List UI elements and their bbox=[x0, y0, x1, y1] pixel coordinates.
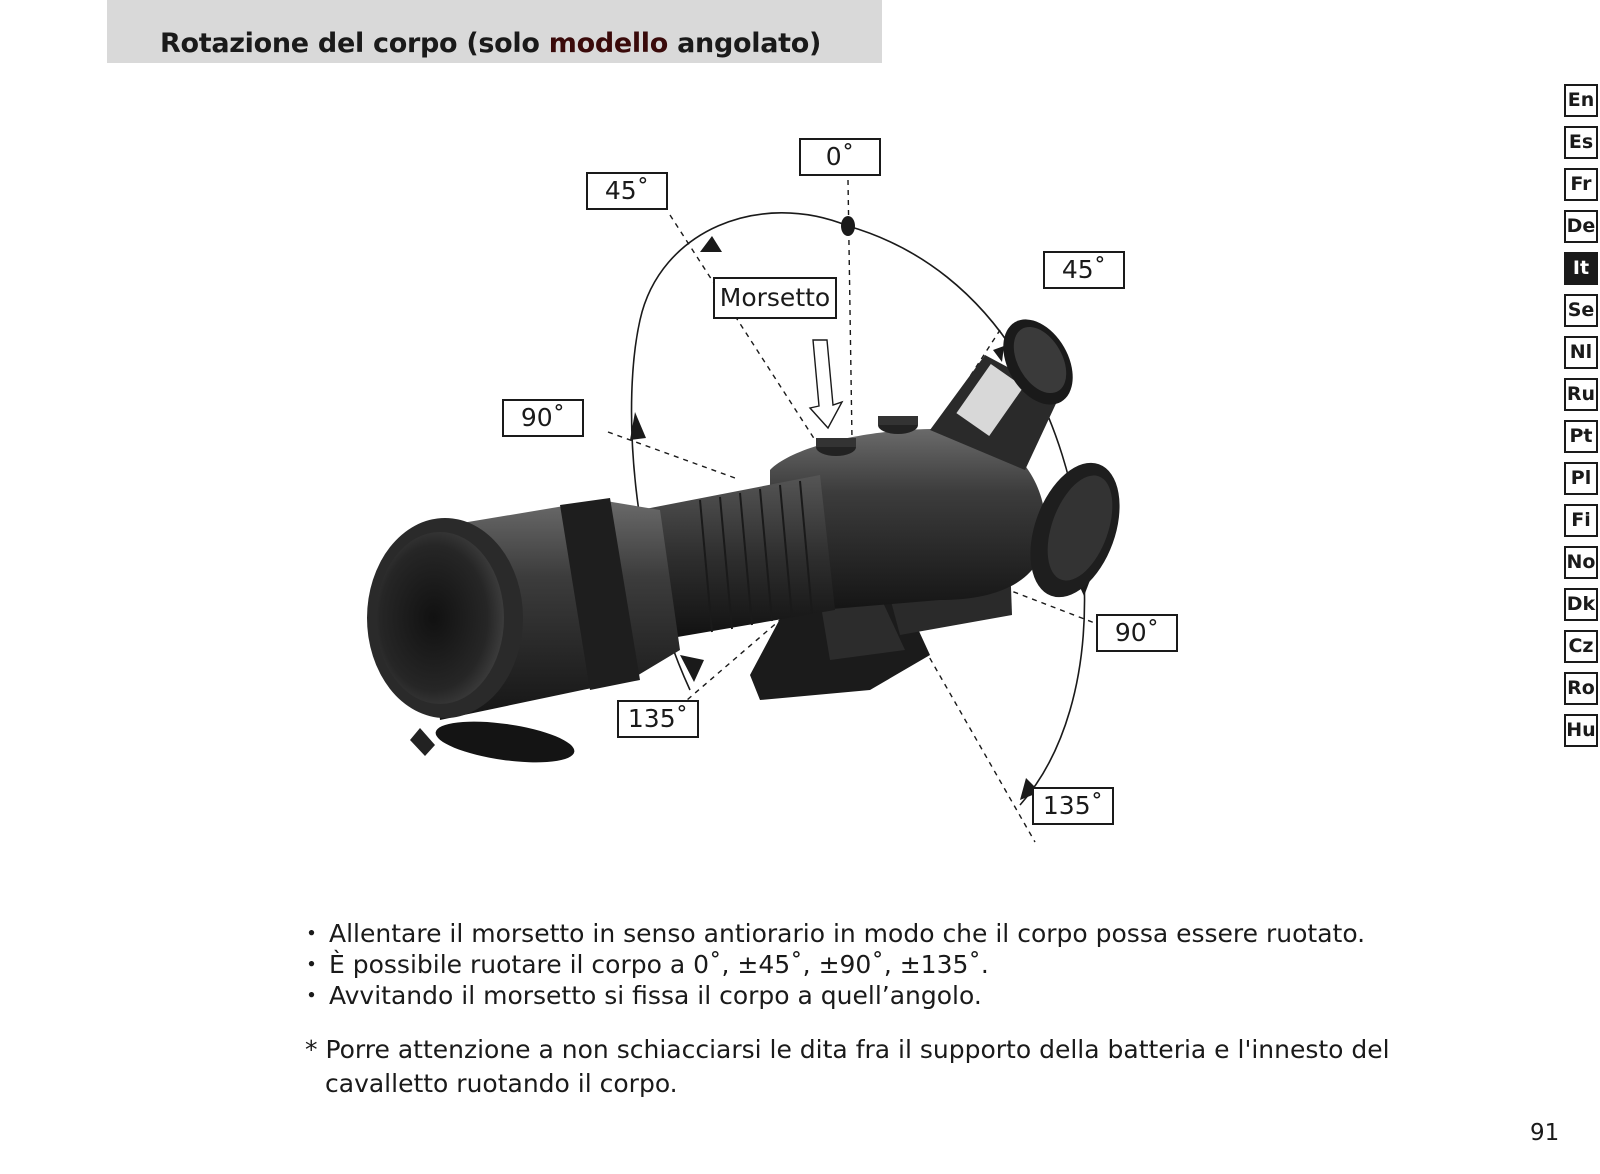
angle-label-0: 0˚ bbox=[799, 138, 881, 176]
arrowhead-135-right bbox=[1020, 778, 1040, 800]
arrowhead-45-left bbox=[700, 236, 722, 252]
clamp-label: Morsetto bbox=[713, 277, 837, 319]
angle-label-90-right: 90˚ bbox=[1096, 614, 1178, 652]
spotting-scope-image bbox=[367, 319, 1120, 763]
lang-tab-fi[interactable]: Fi bbox=[1564, 504, 1598, 537]
caution-note: * Porre attenzione a non schiacciarsi le… bbox=[305, 1035, 1390, 1098]
lang-tab-fr[interactable]: Fr bbox=[1564, 168, 1598, 201]
title-part-1: Rotazione del corpo (solo bbox=[160, 28, 549, 59]
rotation-diagram bbox=[367, 179, 1120, 843]
lang-tab-pl[interactable]: Pl bbox=[1564, 462, 1598, 495]
lang-tab-cz[interactable]: Cz bbox=[1564, 630, 1598, 663]
lang-tab-ro[interactable]: Ro bbox=[1564, 672, 1598, 705]
lang-tab-hu[interactable]: Hu bbox=[1564, 714, 1598, 747]
lang-tab-no[interactable]: No bbox=[1564, 546, 1598, 579]
instruction-list: Allentare il morsetto in senso antiorari… bbox=[299, 918, 1445, 1011]
angle-label-90-left: 90˚ bbox=[502, 399, 584, 437]
header-band bbox=[107, 0, 882, 63]
clamp-arrow bbox=[808, 339, 844, 430]
lang-tab-en[interactable]: En bbox=[1564, 84, 1598, 117]
guide-line-90-left bbox=[607, 431, 736, 479]
instruction-item: È possibile ruotare il corpo a 0˚, ±45˚,… bbox=[299, 949, 1445, 980]
lang-tab-de[interactable]: De bbox=[1564, 210, 1598, 243]
page-number: 91 bbox=[1530, 1120, 1560, 1146]
page-title: Rotazione del corpo (solo modello angola… bbox=[160, 28, 821, 59]
angle-label-45-right: 45˚ bbox=[1043, 251, 1125, 289]
zero-marker-dot bbox=[841, 216, 855, 236]
guide-line-45-left bbox=[669, 214, 816, 441]
angle-label-135-right: 135˚ bbox=[1032, 787, 1114, 825]
lang-tab-nl[interactable]: Nl bbox=[1564, 336, 1598, 369]
lang-tab-ru[interactable]: Ru bbox=[1564, 378, 1598, 411]
guide-line-0 bbox=[847, 179, 853, 441]
arrowhead-45-right bbox=[993, 346, 1004, 362]
arrowhead-135-left bbox=[680, 655, 704, 682]
title-part-2: angolato) bbox=[668, 28, 822, 59]
angle-label-45-left: 45˚ bbox=[586, 172, 668, 210]
lang-tab-pt[interactable]: Pt bbox=[1564, 420, 1598, 453]
lang-tab-it[interactable]: It bbox=[1564, 252, 1598, 285]
instruction-item: Allentare il morsetto in senso antiorari… bbox=[299, 918, 1445, 949]
lang-tab-dk[interactable]: Dk bbox=[1564, 588, 1598, 621]
lang-tab-se[interactable]: Se bbox=[1564, 294, 1598, 327]
angle-label-135-left: 135˚ bbox=[617, 700, 699, 738]
instruction-item: Avvitando il morsetto si fissa il corpo … bbox=[299, 980, 1445, 1011]
lang-tab-es[interactable]: Es bbox=[1564, 126, 1598, 159]
arrowhead-90-left bbox=[630, 412, 646, 440]
title-accent: modello bbox=[548, 28, 669, 59]
guide-line-135-left bbox=[679, 619, 781, 707]
